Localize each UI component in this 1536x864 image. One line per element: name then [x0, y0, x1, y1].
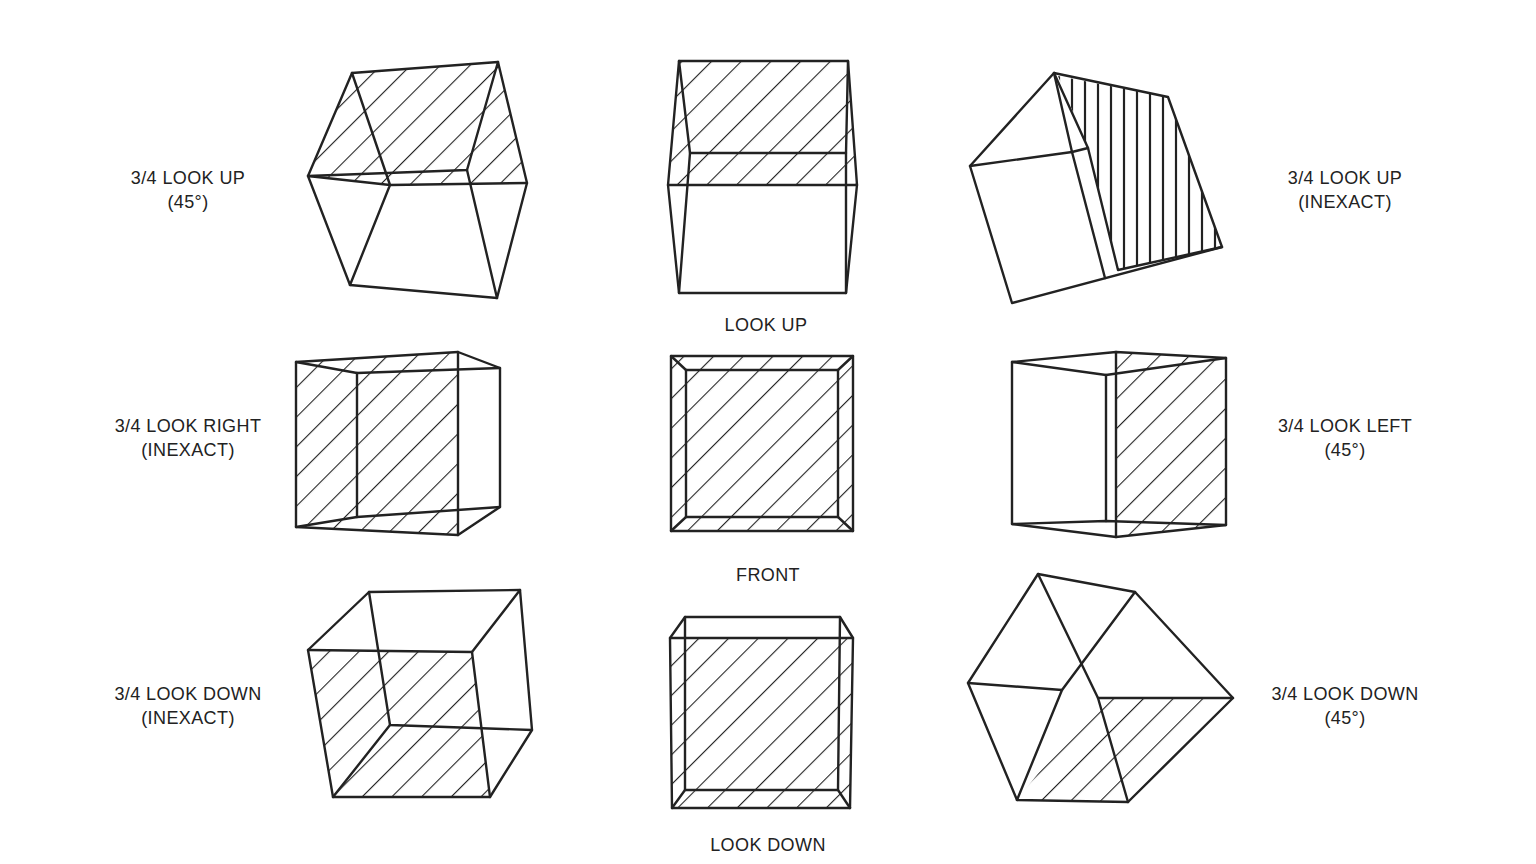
cube-look-right-inexact: [296, 352, 500, 535]
cube-look-up-inexact: [970, 73, 1222, 303]
cube-look-down-45: [968, 574, 1233, 802]
view-label: 3/4 LOOK LEFT (45°): [1276, 414, 1414, 462]
view-label: 3/4 LOOK DOWN (45°): [1269, 682, 1420, 730]
view-label: LOOK DOWN: [710, 833, 826, 857]
view-label: 3/4 LOOK UP (45°): [129, 166, 247, 214]
cube-look-up-45: [308, 62, 527, 298]
cube-look-up: [668, 61, 857, 293]
view-label: FRONT: [736, 563, 800, 587]
view-label: 3/4 LOOK DOWN (INEXACT): [112, 682, 263, 730]
cube-look-down-inexact: [308, 590, 532, 797]
cube-look-down: [670, 617, 853, 808]
view-label: 3/4 LOOK RIGHT (INEXACT): [113, 414, 264, 462]
cube-front: [671, 356, 853, 531]
view-label: 3/4 LOOK UP (INEXACT): [1286, 166, 1404, 214]
view-label: LOOK UP: [725, 313, 808, 337]
cube-look-left-45: [1012, 352, 1226, 537]
